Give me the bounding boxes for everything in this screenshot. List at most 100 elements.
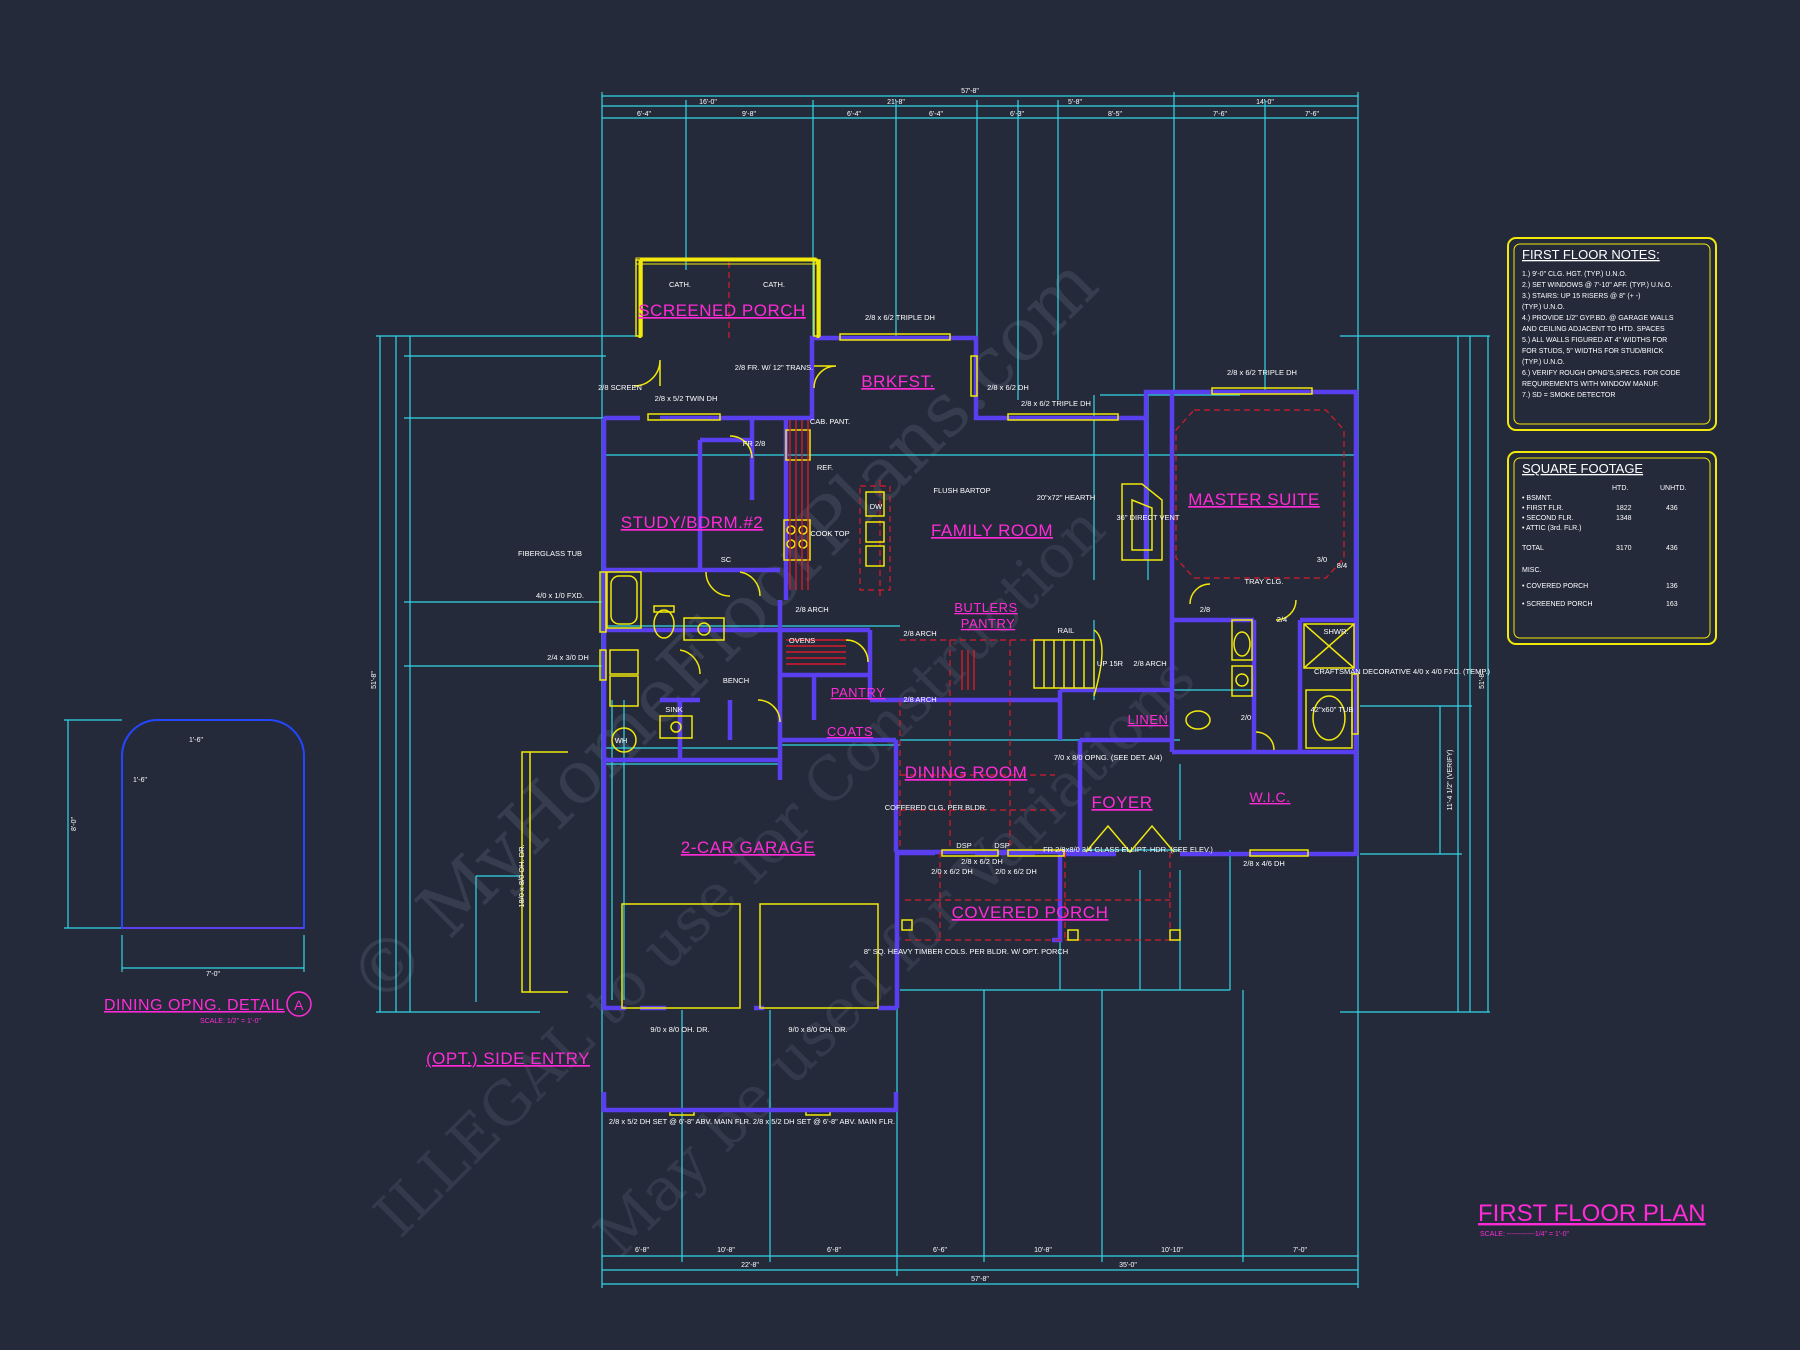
label-fiberglass-tub: FIBERGLASS TUB	[518, 549, 582, 558]
label-bench: BENCH	[723, 676, 749, 685]
room-dining: DINING ROOM	[905, 763, 1028, 782]
label-arch-3: 2/8 ARCH	[903, 695, 936, 704]
dim-top2-4: 6'-4"	[929, 111, 943, 118]
label-dh-20-62-b: 2/0 x 6/2 DH	[995, 867, 1037, 876]
plan-title-block: FIRST FLOOR PLAN SCALE: ------------1/4"…	[1478, 1200, 1706, 1238]
detail-dim-height: 8'-0"	[71, 817, 78, 831]
dim-top2-2: 9'-8"	[742, 111, 756, 118]
label-dh-62: 2/8 x 6/2 DH	[987, 383, 1029, 392]
dimension-text: 57'-8" 57'-8" 51'-8" 51'-8" 16'-0" 21'-8…	[371, 88, 1486, 1283]
label-oh-door-side: 18/0 x 8/0 OH. DR.	[517, 844, 526, 907]
dim-top-4: 14'-0"	[1256, 99, 1274, 106]
overall-dim-right: 51'-8"	[1479, 671, 1486, 689]
dim-top-1: 16'-0"	[699, 99, 717, 106]
room-linen: LINEN	[1128, 712, 1169, 727]
sqft-cell-unhtd: 136	[1666, 583, 1678, 590]
sqft-heading: SQUARE FOOTAGE	[1522, 461, 1643, 476]
room-master: MASTER SUITE	[1188, 490, 1320, 509]
label-dh-28-62: 2/8 x 6/2 DH	[961, 857, 1003, 866]
label-up-stairs: UP 15R	[1097, 659, 1124, 668]
sqft-cell-label: • SECOND FLR.	[1522, 515, 1574, 522]
label-arch-2: 2/8 ARCH	[903, 629, 936, 638]
note-item: (TYP.) U.N.O.	[1522, 304, 1565, 311]
overall-dim-bottom: 57'-8"	[971, 1276, 989, 1283]
room-wic: W.I.C.	[1249, 789, 1290, 805]
dim-bot-4: 6'-6"	[933, 1247, 947, 1254]
dim-bot2-2: 35'-0"	[1119, 1262, 1137, 1269]
overall-dim-top: 57'-8"	[961, 88, 979, 95]
dim-bot-7: 7'-0"	[1293, 1247, 1307, 1254]
label-tub: 42"x60" TUB	[1311, 705, 1354, 714]
note-item: AND CEILING ADJACENT TO HTD. SPACES	[1522, 326, 1665, 333]
dim-bot-6: 10'-10"	[1161, 1247, 1183, 1254]
dim-bot-2: 10'-8"	[717, 1247, 735, 1254]
note-item: 1.) 9'-0" CLG. HGT. (TYP.) U.N.O.	[1522, 271, 1627, 278]
note-item: 7.) SD = SMOKE DETECTOR	[1522, 392, 1615, 399]
room-coats: COATS	[827, 724, 873, 739]
side-entry-label: (OPT.) SIDE ENTRY	[426, 1049, 590, 1068]
label-timber: 8" SQ. HEAVY TIMBER COLS. PER BLDR. W/ O…	[864, 947, 1068, 956]
label-craftsman: CRAFTSMAN DECORATIVE 4/0 x 4/0 FXD. (TEM…	[1314, 667, 1491, 676]
sqft-col-unhtd: UNHTD.	[1660, 485, 1686, 492]
label-fr-28: FR 2/8	[743, 439, 766, 448]
label-triple-dh-mid: 2/8 x 6/2 TRIPLE DH	[1021, 399, 1091, 408]
room-pantry: PANTRY	[831, 685, 886, 700]
label-cook-top: COOK TOP	[810, 529, 849, 538]
note-item: 5.) ALL WALLS FIGURED AT 4" WIDTHS FOR	[1522, 337, 1667, 344]
notes-heading: FIRST FLOOR NOTES:	[1522, 247, 1660, 262]
sqft-cell-htd: 1822	[1616, 505, 1632, 512]
label-arch-1: 2/8 ARCH	[795, 605, 828, 614]
dining-opening-detail: 7'-0" 8'-0" 1'-6" 1'-6" DINING OPNG. DET…	[71, 719, 312, 1025]
label-fr-trans: 2/8 FR. W/ 12" TRANS.	[735, 363, 813, 372]
sqft-cell-label: • SCREENED PORCH	[1522, 601, 1593, 608]
dim-top2-6: 8'-5"	[1108, 111, 1122, 118]
detail-dim-radius-1: 1'-6"	[133, 777, 147, 784]
sqft-cell-htd: 1348	[1616, 515, 1632, 522]
dim-top-3: 5'-8"	[1068, 99, 1082, 106]
sqft-cell-label: MISC.	[1522, 567, 1542, 574]
detail-scale: SCALE: 1/2" = 1'-0"	[200, 1018, 261, 1025]
room-butlers-pantry: PANTRY	[961, 616, 1016, 631]
room-family: FAMILY ROOM	[931, 521, 1053, 540]
note-item: 6.) VERIFY ROUGH OPNG'S,SPECS. FOR CODE	[1522, 370, 1681, 377]
annotations: CATH. CATH. 2/8 x 6/2 TRIPLE DH 2/8 x 6/…	[517, 280, 1490, 1126]
room-foyer: FOYER	[1091, 793, 1152, 812]
room-butlers: BUTLERS	[954, 600, 1017, 615]
label-dh-28-46: 2/8 x 4/6 DH	[1243, 859, 1285, 868]
dim-top2-7: 7'-6"	[1213, 111, 1227, 118]
dim-bot-1: 6'-8"	[635, 1247, 649, 1254]
label-opng-710: 7/0 x 8/0 OPNG. (SEE DET. A/4)	[1054, 753, 1163, 762]
label-oh-door-1: 9/0 x 8/0 OH. DR.	[650, 1025, 709, 1034]
label-flush-bartop: FLUSH BARTOP	[933, 486, 990, 495]
label-set-dh-2: 2/8 x 5/2 DH SET @ 6'-8" ABV. MAIN FLR.	[753, 1117, 895, 1126]
room-study: STUDY/BDRM.#2	[621, 513, 764, 532]
detail-dim-radius-2: 1'-6"	[189, 737, 203, 744]
plan-scale: SCALE: ------------1/4" = 1'-0"	[1480, 1231, 1569, 1238]
label-door-20: 2/0	[1241, 713, 1251, 722]
label-cab-pant: CAB. PANT.	[810, 417, 850, 426]
label-door-24: 2/4	[1277, 615, 1287, 624]
detail-title: DINING OPNG. DETAIL	[104, 997, 285, 1014]
room-brkfst: BRKFST.	[861, 372, 934, 391]
note-item: REQUIREMENTS WITH WINDOW MANUF.	[1522, 381, 1659, 388]
label-direct-vent: 36" DIRECT VENT	[1117, 513, 1180, 522]
label-screen: 2/8 SCREEN	[598, 383, 642, 392]
label-door-84: 8/4	[1337, 561, 1347, 570]
label-dh-20-62-a: 2/0 x 6/2 DH	[931, 867, 973, 876]
label-shwr: SHWR.	[1324, 627, 1349, 636]
first-floor-notes: FIRST FLOOR NOTES: 1.) 9'-0" CLG. HGT. (…	[1507, 237, 1717, 431]
label-door-28: 2/8	[1200, 605, 1210, 614]
plan-title: FIRST FLOOR PLAN	[1478, 1200, 1706, 1227]
note-item: 3.) STAIRS: UP 15 RISERS @ 8" (+ -)	[1522, 293, 1640, 300]
sqft-col-htd: HTD.	[1612, 485, 1628, 492]
label-door-30: 3/0	[1317, 555, 1327, 564]
detail-dim-width: 7'-0"	[206, 971, 220, 978]
detail-mark: A	[294, 997, 304, 1013]
label-sc: SC	[721, 555, 732, 564]
note-item: (TYP.) U.N.O.	[1522, 359, 1565, 366]
square-footage-table: SQUARE FOOTAGE HTD. UNHTD. • BSMNT.• FIR…	[1507, 451, 1717, 645]
dim-top2-8: 7'-6"	[1305, 111, 1319, 118]
label-hearth: 20"x72" HEARTH	[1037, 493, 1096, 502]
